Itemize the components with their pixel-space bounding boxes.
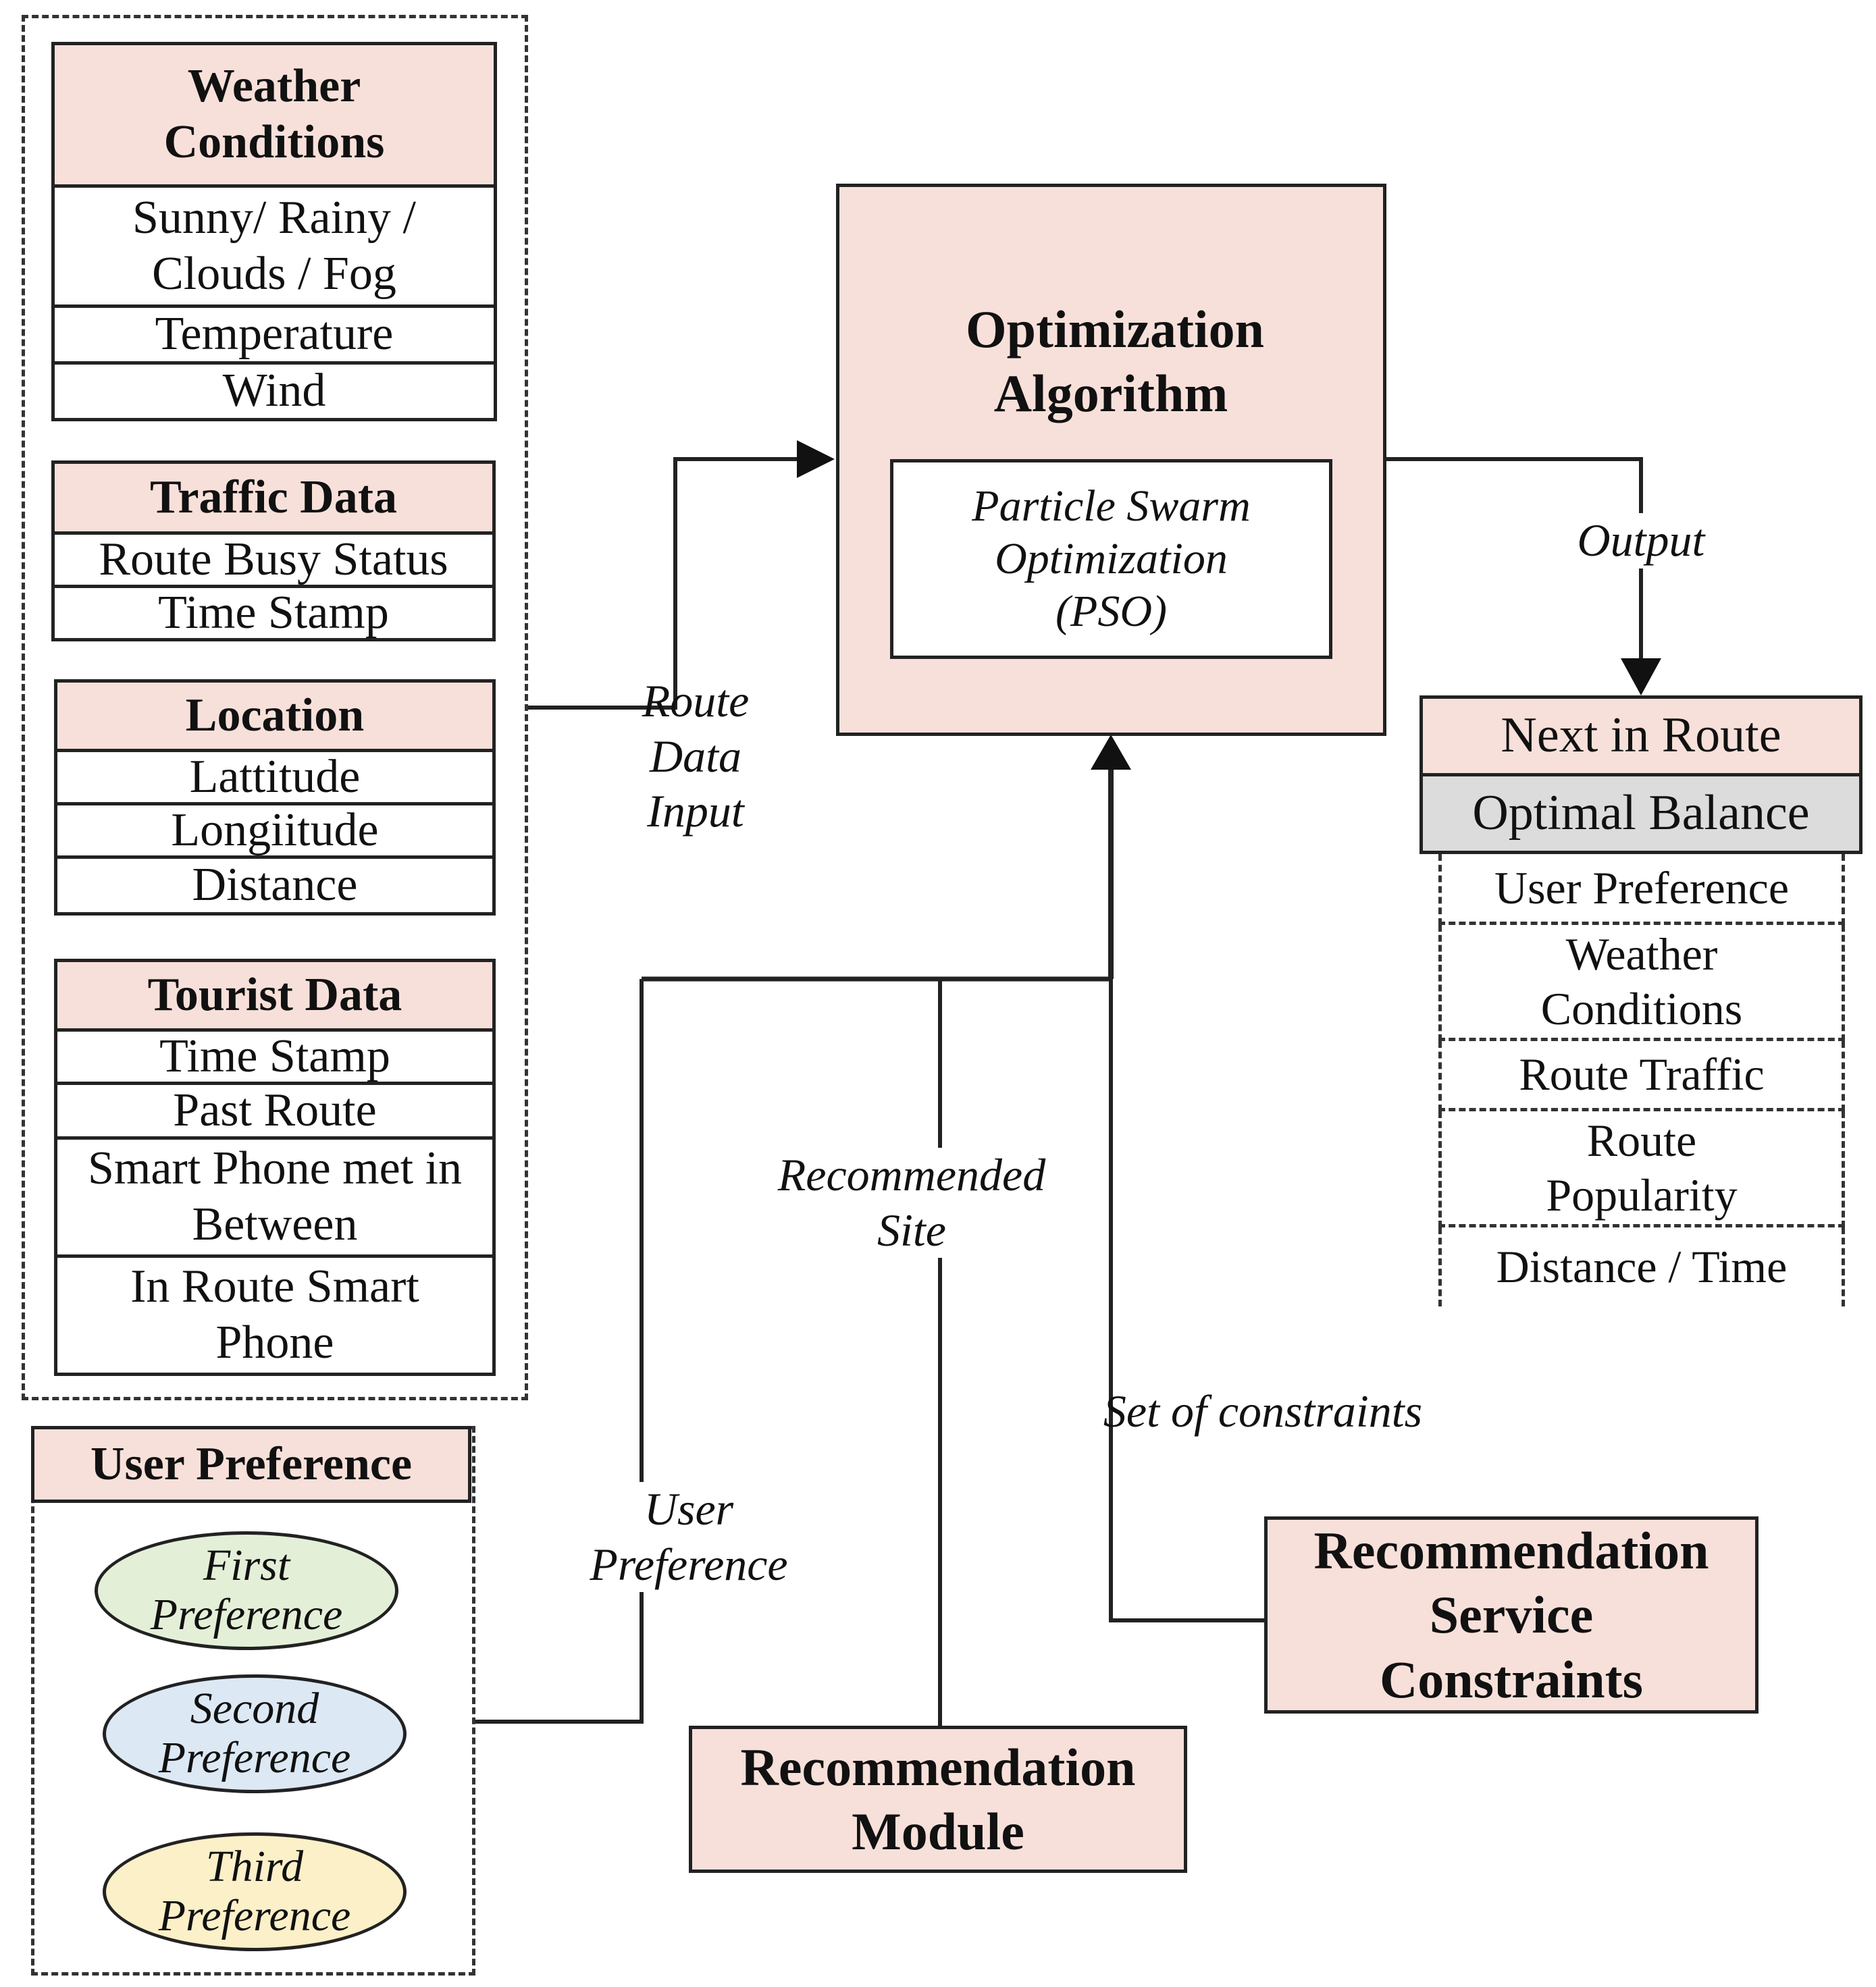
route-input-arrowhead: [797, 440, 835, 478]
output-arrowhead: [1621, 658, 1661, 695]
user-preference-label: User Preference: [574, 1482, 804, 1593]
location-row-distance: Distance: [54, 855, 496, 916]
location-header: Location: [54, 679, 496, 752]
weather-row-temperature: Temperature: [51, 304, 497, 365]
output-line: [1384, 457, 1643, 658]
optimal-balance-header: Optimal Balance: [1419, 773, 1862, 854]
output-row-route-traffic: Route Traffic: [1438, 1041, 1845, 1111]
tourist-row-timestamp: Time Stamp: [54, 1028, 496, 1085]
output-row-route-popularity: Route Popularity: [1438, 1111, 1845, 1227]
tourist-row-smartphone-met: Smart Phone met in Between: [54, 1136, 496, 1258]
traffic-header: Traffic Data: [51, 460, 496, 535]
weather-header: Weather Conditions: [51, 42, 497, 188]
output-label: Output: [1560, 513, 1722, 568]
set-of-constraints-label: Set of constraints: [1103, 1385, 1423, 1437]
traffic-row-timestamp: Time Stamp: [51, 585, 496, 641]
feedback-arrowhead: [1091, 735, 1131, 770]
pso-method-box: Particle Swarm Optimization (PSO): [890, 459, 1332, 659]
tourist-header: Tourist Data: [54, 959, 496, 1032]
second-preference-ellipse: Second Preference: [103, 1674, 407, 1793]
tourist-row-in-route-phone: In Route Smart Phone: [54, 1254, 496, 1376]
tourist-row-past-route: Past Route: [54, 1082, 496, 1140]
next-in-route-header: Next in Route: [1419, 695, 1862, 776]
third-preference-ellipse: Third Preference: [103, 1832, 407, 1951]
user-preference-header: User Preference: [31, 1426, 471, 1503]
recommendation-module-box: Recommendation Module: [689, 1726, 1187, 1873]
user-preference-line: [473, 979, 644, 1724]
input-data-group: [22, 15, 528, 1400]
first-preference-ellipse: First Preference: [95, 1531, 398, 1650]
recommendation-constraints-box: Recommendation Service Constraints: [1264, 1516, 1758, 1714]
constraints-line: [1109, 979, 1268, 1622]
output-row-user-preference: User Preference: [1438, 854, 1845, 925]
output-row-distance-time: Distance / Time: [1438, 1227, 1845, 1306]
recommended-site-label: Recommended Site: [743, 1148, 1080, 1259]
route-data-input-label: Route Data Input: [642, 675, 750, 837]
weather-row-conditions: Sunny/ Rainy / Clouds / Fog: [51, 184, 497, 308]
traffic-row-busy: Route Busy Status: [51, 531, 496, 588]
location-row-latitude: Lattitude: [54, 749, 496, 805]
output-row-weather: Weather Conditions: [1438, 925, 1845, 1041]
location-row-longitude: Longiitude: [54, 802, 496, 859]
optimization-algorithm-title: Optimization Algorithm: [966, 300, 1264, 423]
route-input-line: [525, 457, 797, 710]
weather-row-wind: Wind: [51, 361, 497, 421]
